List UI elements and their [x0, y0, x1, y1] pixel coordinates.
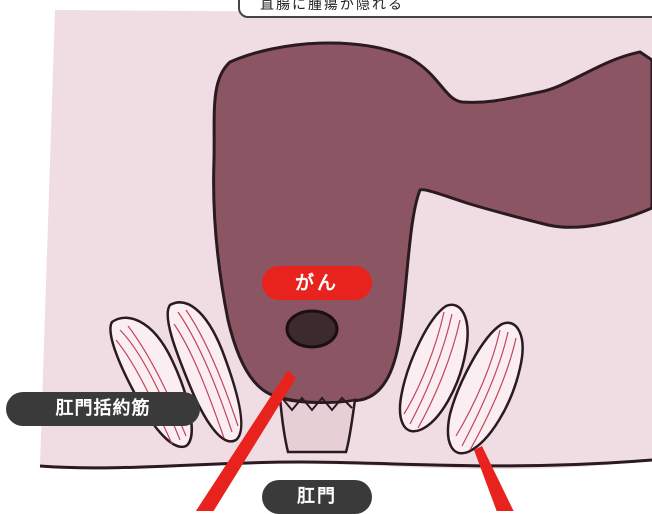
canal-folds — [281, 396, 353, 412]
skin-edge — [39, 458, 652, 470]
sphincter-muscles-right — [398, 303, 524, 455]
anus-label: 肛門 — [262, 480, 372, 514]
anal-canal — [278, 396, 357, 454]
top-caption-box: 直腸に腫瘍が隠れる — [238, 0, 652, 18]
cancer-label: がん — [262, 266, 372, 300]
top-caption: 直腸に腫瘍が隠れる — [260, 0, 404, 13]
tumor — [285, 309, 339, 349]
pointer-line-cancer — [195, 370, 296, 511]
pointer-line-sphincter — [474, 446, 514, 511]
sphincter-label: 肛門括約筋 — [6, 392, 200, 426]
